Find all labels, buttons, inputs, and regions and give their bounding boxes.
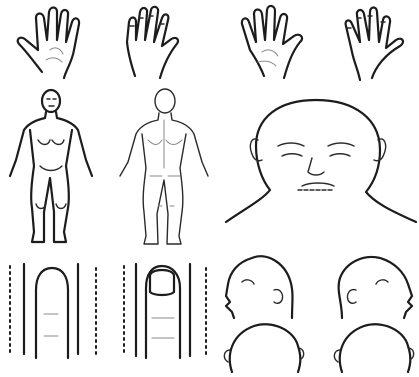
head-top-icon-2 <box>334 324 413 372</box>
head-profile-icon-2 <box>339 257 412 318</box>
head-top-icon-1 <box>224 324 303 372</box>
body-back-icon <box>120 89 208 244</box>
body-front-icon <box>10 90 92 242</box>
head-profile-icon-1 <box>226 256 293 318</box>
hand-palm-icon-1 <box>18 8 79 79</box>
face-front-icon <box>226 100 416 222</box>
finger-front-icon <box>10 264 96 358</box>
hand-back-icon-1 <box>127 7 178 78</box>
hand-back-icon-2 <box>346 8 403 81</box>
finger-nail-icon <box>124 264 206 358</box>
hand-palm-icon-2 <box>242 6 302 78</box>
